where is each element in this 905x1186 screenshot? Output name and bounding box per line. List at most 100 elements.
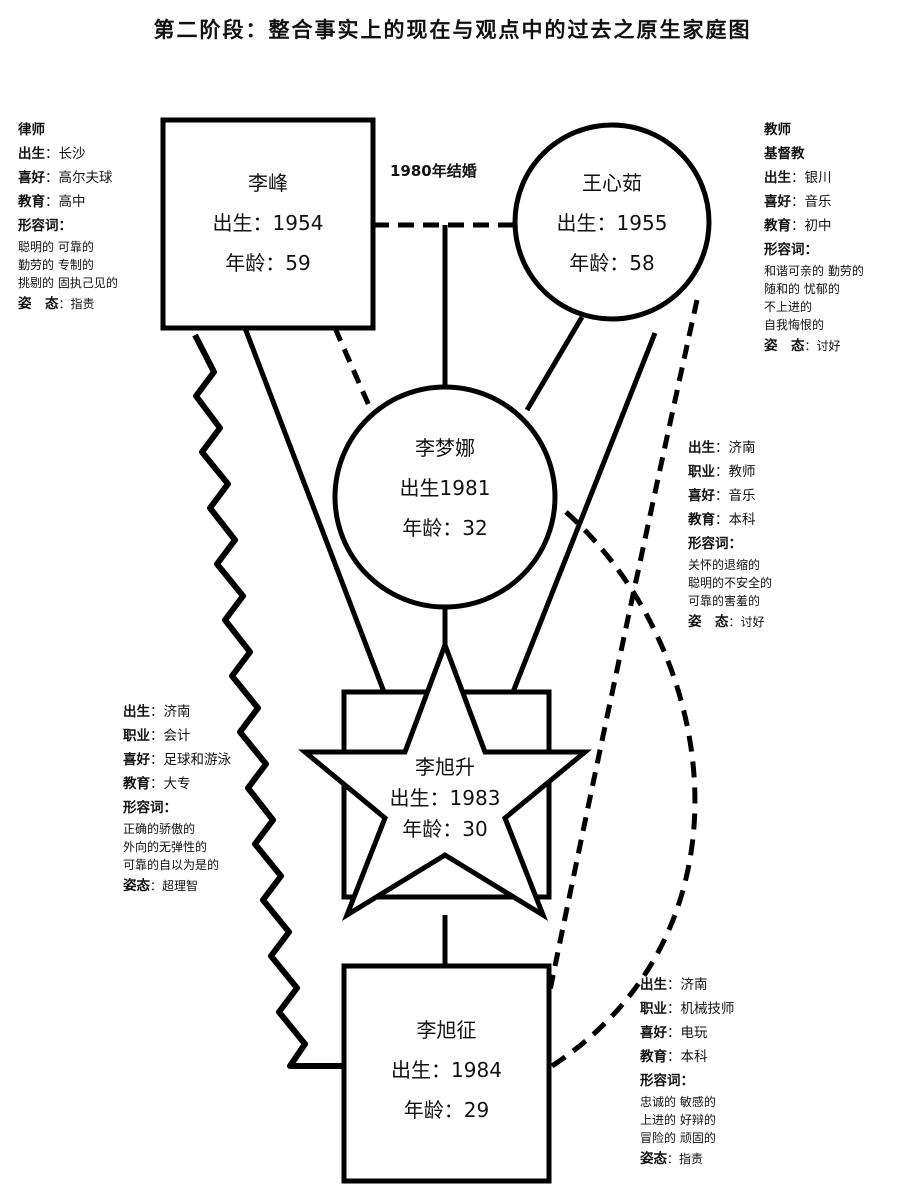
son2-job-key: 职业	[640, 1001, 667, 1017]
son1-adj-key: 形容词：	[123, 800, 177, 816]
son2-birth-key: 出生	[640, 977, 667, 993]
mother-faith: 基督教	[764, 146, 805, 162]
son1-job-value: ：会计	[150, 728, 191, 744]
father-info: 律师 出生：长沙 喜好：高尔夫球 教育：高中 形容词： 聪明的 可靠的 勤劳的 …	[18, 118, 118, 316]
father-attitude-value: ：指责	[58, 297, 95, 311]
son2-adj-2: 上进的 好辩的	[640, 1113, 716, 1127]
daughter-adj-3: 可靠的害羞的	[688, 594, 761, 608]
daughter-birth: 出生1981	[399, 476, 491, 500]
son1-birth: 出生：1983	[389, 786, 501, 810]
mother-age: 年龄：58	[569, 251, 655, 275]
father-edu-value: ：高中	[45, 194, 86, 210]
son1-adj-3: 可靠的自以为是的	[123, 858, 220, 872]
son1-adj-2: 外向的无弹性的	[123, 840, 208, 854]
marriage-label: 1980年结婚	[390, 162, 477, 180]
father-birth: 出生：1954	[212, 211, 324, 235]
son1-edu-key: 教育	[123, 776, 150, 792]
father-hobby-value: ：高尔夫球	[45, 170, 113, 186]
daughter-birth-key: 出生	[688, 440, 715, 456]
daughter-attitude-key: 姿 态	[688, 614, 729, 630]
son1-birth-value: ：济南	[150, 704, 191, 720]
father-daughter-line	[332, 326, 373, 410]
father-birth-key: 出生	[18, 146, 45, 162]
father-job: 律师	[18, 122, 45, 138]
son2-name: 李旭征	[416, 1018, 477, 1042]
son2-age: 年龄：29	[403, 1098, 490, 1122]
father-adj-key: 形容词：	[18, 218, 72, 234]
father-node	[160, 117, 376, 331]
daughter-son2-line	[550, 510, 698, 1069]
son2-hobby-key: 喜好	[640, 1025, 667, 1041]
son2-adj-1: 忠诚的 敏感的	[640, 1095, 716, 1109]
mother-edu-value: ：初中	[791, 218, 832, 234]
son1-hobby-key: 喜好	[123, 752, 150, 768]
daughter-birth-value: ：济南	[715, 440, 756, 456]
father-name: 李峰	[248, 171, 288, 195]
son2-attitude-key: 姿态	[640, 1151, 667, 1167]
father-age: 年龄：59	[225, 251, 311, 275]
mother-birth-key: 出生	[764, 170, 791, 186]
mother-edu-key: 教育	[764, 218, 791, 234]
daughter-name: 李梦娜	[415, 436, 475, 460]
son1-hobby-value: ：足球和游泳	[150, 752, 231, 768]
son1-node-text: 李旭升 出生：1983 年龄：30	[345, 752, 545, 845]
son1-attitude-key: 姿态	[123, 878, 150, 894]
mother-adj-4: 自我悔恨的	[764, 318, 825, 332]
mother-son1-line	[510, 332, 658, 693]
mother-node	[512, 122, 712, 322]
father-adj-2: 勤劳的 专制的	[18, 258, 94, 272]
son2-node	[341, 963, 552, 1184]
daughter-job-value: ：教师	[715, 464, 756, 480]
father-adj-1: 聪明的 可靠的	[18, 240, 94, 254]
mother-name: 王心茹	[582, 171, 642, 195]
daughter-hobby-value: ：音乐	[715, 488, 756, 504]
mother-info: 教师 基督教 出生：银川 喜好：音乐 教育：初中 形容词： 和谐可亲的 勤劳的 …	[764, 118, 864, 358]
father-hobby-key: 喜好	[18, 170, 45, 186]
father-edu-key: 教育	[18, 194, 45, 210]
mother-daughter-line	[524, 315, 585, 412]
son1-age: 年龄：30	[402, 817, 488, 841]
daughter-adj-2: 聪明的不安全的	[688, 576, 773, 590]
mother-job: 教师	[764, 122, 791, 138]
mother-son2-line	[545, 299, 700, 1001]
son2-info: 出生：济南 职业：机械技师 喜好：电玩 教育：本科 形容词： 忠诚的 敏感的 上…	[640, 973, 735, 1171]
daughter-adj-key: 形容词：	[688, 536, 742, 552]
son2-adj-key: 形容词：	[640, 1073, 694, 1089]
mother-adj-3: 不上进的	[764, 300, 813, 314]
mother-attitude-key: 姿 态	[764, 338, 805, 354]
mother-adj-key: 形容词：	[764, 242, 818, 258]
son1-attitude-value: ：超理智	[150, 879, 199, 893]
daughter-edu-key: 教育	[688, 512, 715, 528]
son1-adj-1: 正确的骄傲的	[123, 822, 196, 836]
son1-job-key: 职业	[123, 728, 150, 744]
daughter-age: 年龄：32	[402, 516, 488, 540]
daughter-info: 出生：济南 职业：教师 喜好：音乐 教育：本科 形容词： 关怀的退缩的 聪明的不…	[688, 436, 772, 634]
mother-adj-2: 随和的 忧郁的	[764, 282, 840, 296]
father-birth-value: ：长沙	[45, 146, 86, 162]
son1-birth-key: 出生	[123, 704, 150, 720]
father-son1-line	[242, 327, 387, 693]
daughter-node	[332, 384, 558, 610]
mother-node-text: 王心茹 出生：1955 年龄：58	[515, 163, 709, 283]
son2-edu-key: 教育	[640, 1049, 667, 1065]
son2-hobby-value: ：电玩	[667, 1025, 708, 1041]
son1-star	[298, 637, 592, 922]
mother-attitude-value: ：讨好	[804, 339, 841, 353]
father-node-text: 李峰 出生：1954 年龄：59	[163, 163, 373, 283]
mother-hobby-key: 喜好	[764, 194, 791, 210]
diagram-title: 第二阶段：整合事实上的现在与观点中的过去之原生家庭图	[153, 18, 752, 42]
son2-birth: 出生：1984	[391, 1058, 502, 1082]
daughter-node-text: 李梦娜 出生1981 年龄：32	[335, 428, 555, 548]
daughter-adj-1: 关怀的退缩的	[688, 558, 761, 572]
daughter-hobby-key: 喜好	[688, 488, 715, 504]
son2-job-value: ：机械技师	[667, 1001, 735, 1017]
daughter-attitude-value: ：讨好	[728, 615, 765, 629]
mother-hobby-value: ：音乐	[791, 194, 832, 210]
mother-birth-value: ：银川	[791, 170, 832, 186]
son1-name: 李旭升	[415, 755, 475, 779]
son1-edu-value: ：大专	[150, 776, 191, 792]
daughter-job-key: 职业	[688, 464, 715, 480]
son2-node-text: 李旭征 出生：1984 年龄：29	[344, 1010, 549, 1130]
son1-info: 出生：济南 职业：会计 喜好：足球和游泳 教育：大专 形容词： 正确的骄傲的 外…	[123, 700, 231, 898]
